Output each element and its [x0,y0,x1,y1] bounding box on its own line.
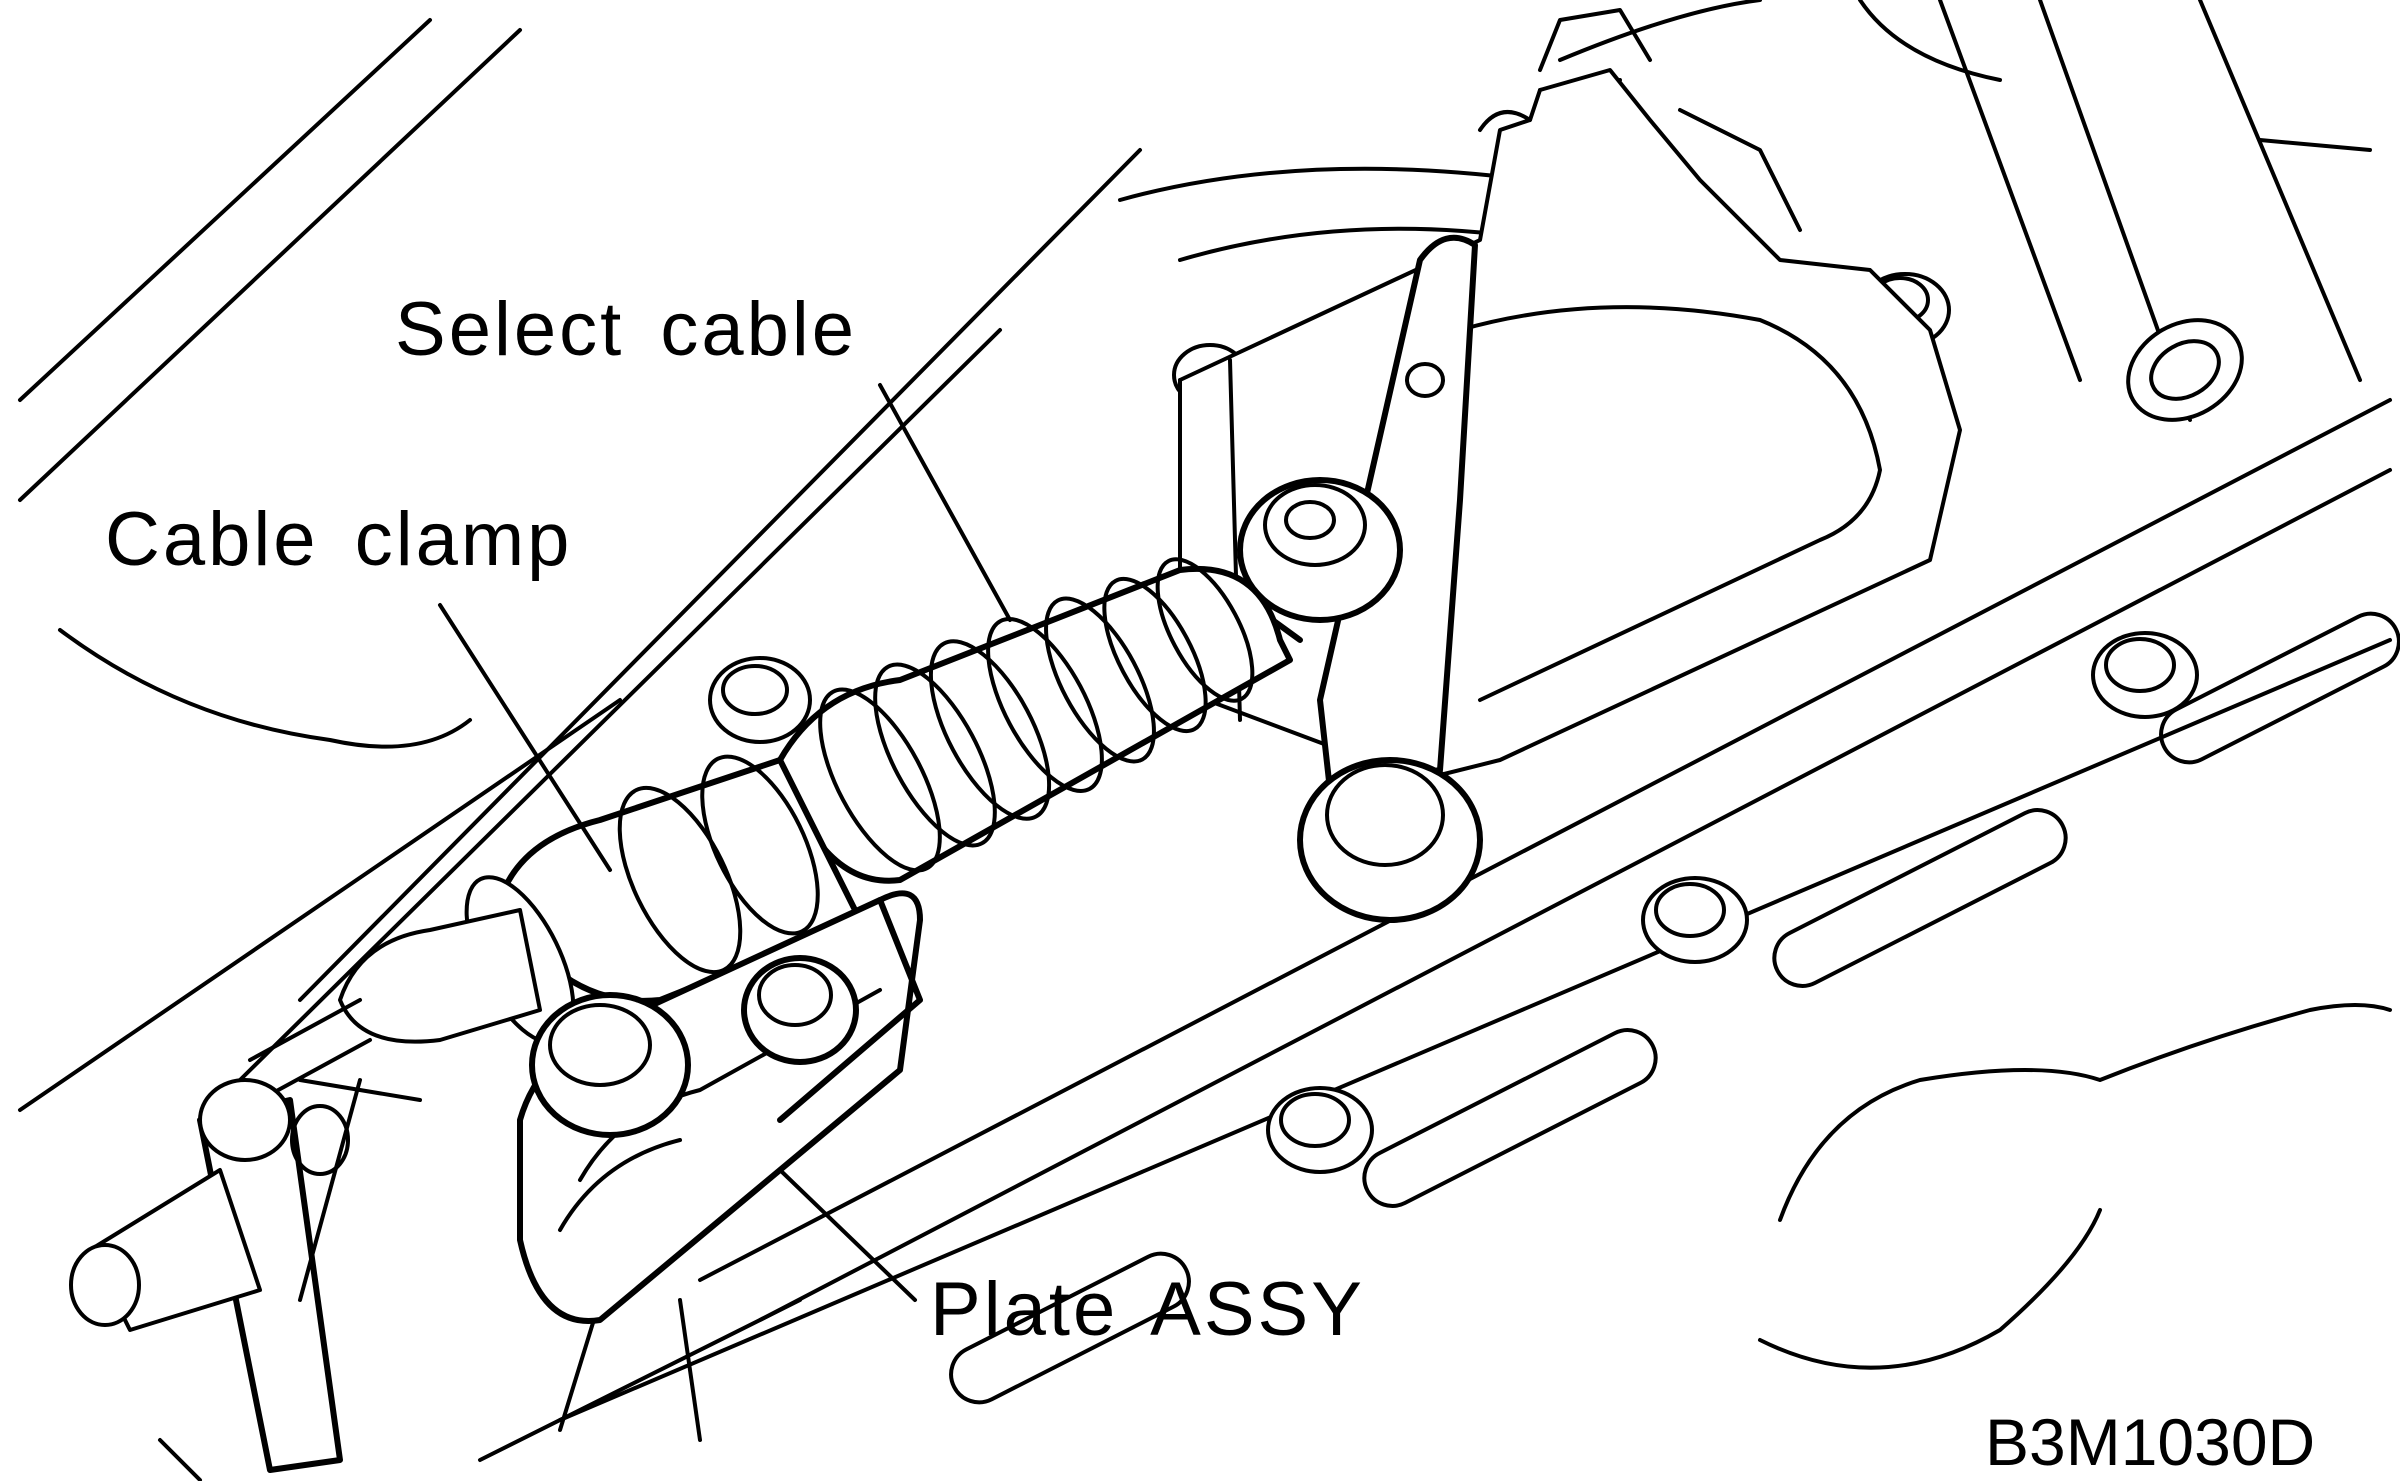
select-lever [1297,234,1483,923]
leader-cable-clamp [438,603,612,872]
leader-lines [438,383,1012,1302]
leader-select-cable [878,383,1012,622]
link-rod [69,1078,422,1481]
cable-outer [248,908,542,1102]
control-housing [1178,8,1962,782]
flange-slots [949,611,2400,1405]
case-outline [18,0,2392,1462]
label-select-cable: Select cable [395,287,857,372]
plate-assy [517,890,923,1324]
cable-end-eye [1237,477,1403,643]
label-plate-assy: Plate ASSY [930,1267,1365,1352]
cable-boot [777,557,1293,884]
leader-plate-assy [778,1168,917,1302]
figure-code: B3M1030D [1985,1405,2315,1479]
label-cable-clamp: Cable clamp [105,497,572,582]
